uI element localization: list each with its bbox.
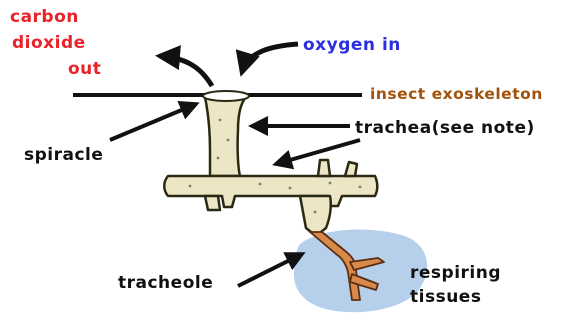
respiring-label-line1: respiring bbox=[410, 263, 501, 283]
spiracle-arrow bbox=[110, 104, 196, 140]
co2-label-line1: carbon bbox=[10, 7, 79, 27]
co2-label-line3: out bbox=[68, 59, 101, 79]
spiracle-opening bbox=[203, 91, 249, 101]
spiracle-label: spiracle bbox=[24, 145, 103, 165]
trachea-label: trachea(see note) bbox=[355, 118, 535, 138]
co2-label-line2: dioxide bbox=[12, 33, 86, 53]
tracheole-arrow bbox=[238, 254, 302, 286]
respiring-label-line2: tissues bbox=[410, 287, 481, 307]
trachea-tubes bbox=[164, 97, 377, 236]
oxygen-label: oxygen in bbox=[303, 35, 401, 55]
exoskeleton-label: insect exoskeleton bbox=[370, 85, 543, 103]
tracheole-label: tracheole bbox=[118, 273, 213, 293]
oxygen-arrow bbox=[242, 44, 298, 72]
trachea-arrow-lower bbox=[276, 140, 360, 164]
co2-arrow bbox=[160, 56, 212, 86]
